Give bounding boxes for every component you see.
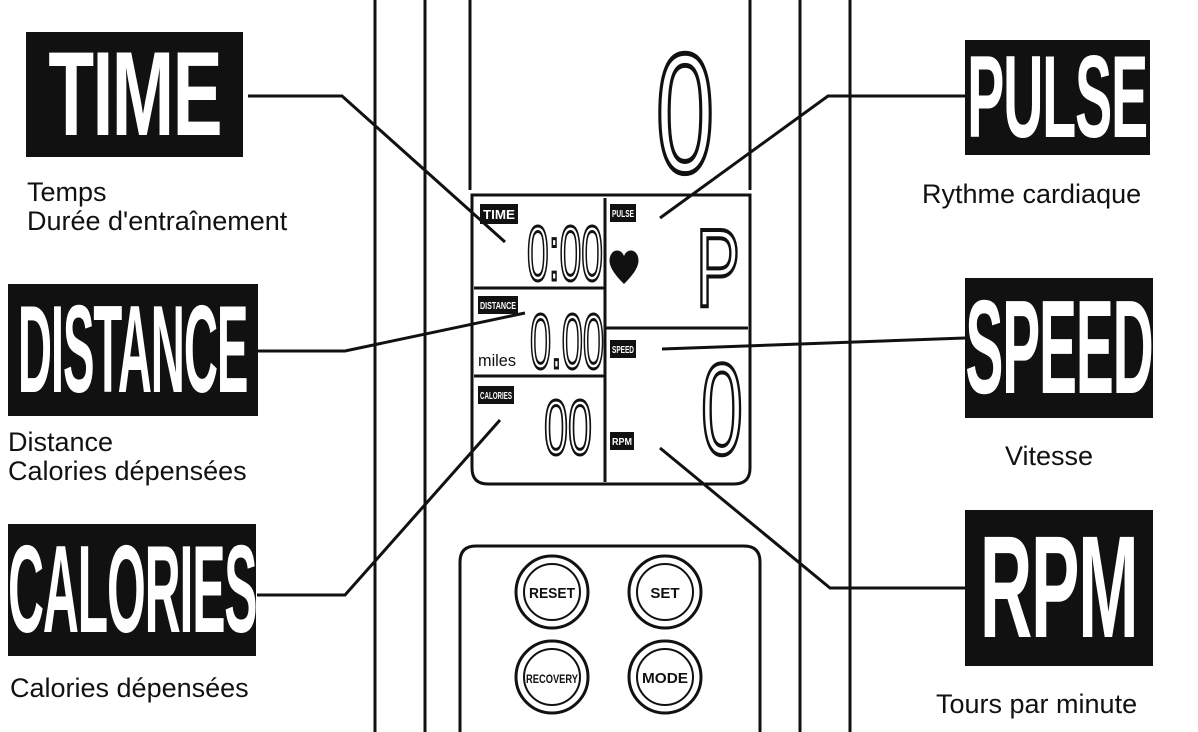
lcd-distance-value: 0.00 (530, 297, 604, 385)
lcd-calories-value: 00 (544, 383, 592, 471)
mode-button-label: MODE (642, 670, 688, 687)
heart-icon (609, 250, 639, 284)
lcd-time-tag: TIME (483, 207, 515, 222)
set-button-label: SET (650, 585, 679, 602)
leader-line-rpm (659, 446, 965, 590)
lcd-speed-tag-bg (610, 340, 636, 358)
lcd-time-tag-bg (480, 204, 518, 224)
lcd-distance-tag-bg (478, 296, 518, 314)
time-caption-line2: Durée d'entraînement (27, 206, 288, 236)
lcd-top-value: 0 (656, 18, 715, 208)
rpm-label-box: RPM (965, 510, 1153, 666)
leader-line-speed (661, 336, 966, 351)
calories-label-box: CALORIES (8, 524, 256, 656)
pulse-label: PULSE (967, 40, 1149, 155)
speed-label: SPEED (965, 278, 1153, 418)
speed-label-box: SPEED (965, 278, 1153, 418)
lcd-calories-tag: CALORIES (480, 391, 512, 402)
pulse-label-box: PULSE (965, 40, 1150, 155)
lcd-speed-tag: SPEED (612, 345, 634, 356)
calories-caption: Calories dépensées (10, 673, 249, 703)
lcd-speed-value: 0 (701, 336, 743, 482)
lcd-pulse-tag-bg (610, 204, 636, 222)
distance-caption-line2: Calories dépensées (8, 456, 247, 486)
lcd-panel (470, 193, 752, 486)
lcd-distance-unit: miles (478, 351, 516, 370)
lcd-distance-tag: DISTANCE (480, 301, 516, 312)
lcd-rpm-tag: RPM (612, 437, 632, 448)
pulse-caption: Rythme cardiaque (922, 179, 1142, 209)
distance-caption-line1: Distance (8, 427, 114, 457)
lcd-pulse-value: P (696, 207, 740, 330)
speed-caption: Vitesse (1005, 441, 1094, 471)
leader-line-pulse (659, 94, 965, 220)
distance-label-box: DISTANCE (8, 284, 258, 416)
lcd-pulse-tag: PULSE (612, 209, 634, 220)
leader-line-time (248, 94, 507, 244)
reset-button-label: RESET (529, 585, 575, 602)
leader-line-calories (257, 419, 502, 597)
rpm-caption: Tours par minute (936, 689, 1138, 719)
time-caption-line1: Temps (27, 177, 107, 207)
recovery-button-label: RECOVERY (526, 672, 578, 686)
time-label-box: TIME (26, 32, 243, 157)
lcd-rpm-tag-bg (610, 432, 634, 450)
rpm-label: RPM (980, 510, 1139, 666)
leader-line-distance (258, 311, 526, 353)
calories-label: CALORIES (8, 524, 256, 656)
lcd-time-value: 0:00 (527, 209, 603, 297)
lcd-calories-tag-bg (478, 386, 514, 404)
time-label: TIME (48, 32, 222, 157)
distance-label: DISTANCE (18, 284, 249, 416)
keypad-housing (458, 544, 762, 732)
